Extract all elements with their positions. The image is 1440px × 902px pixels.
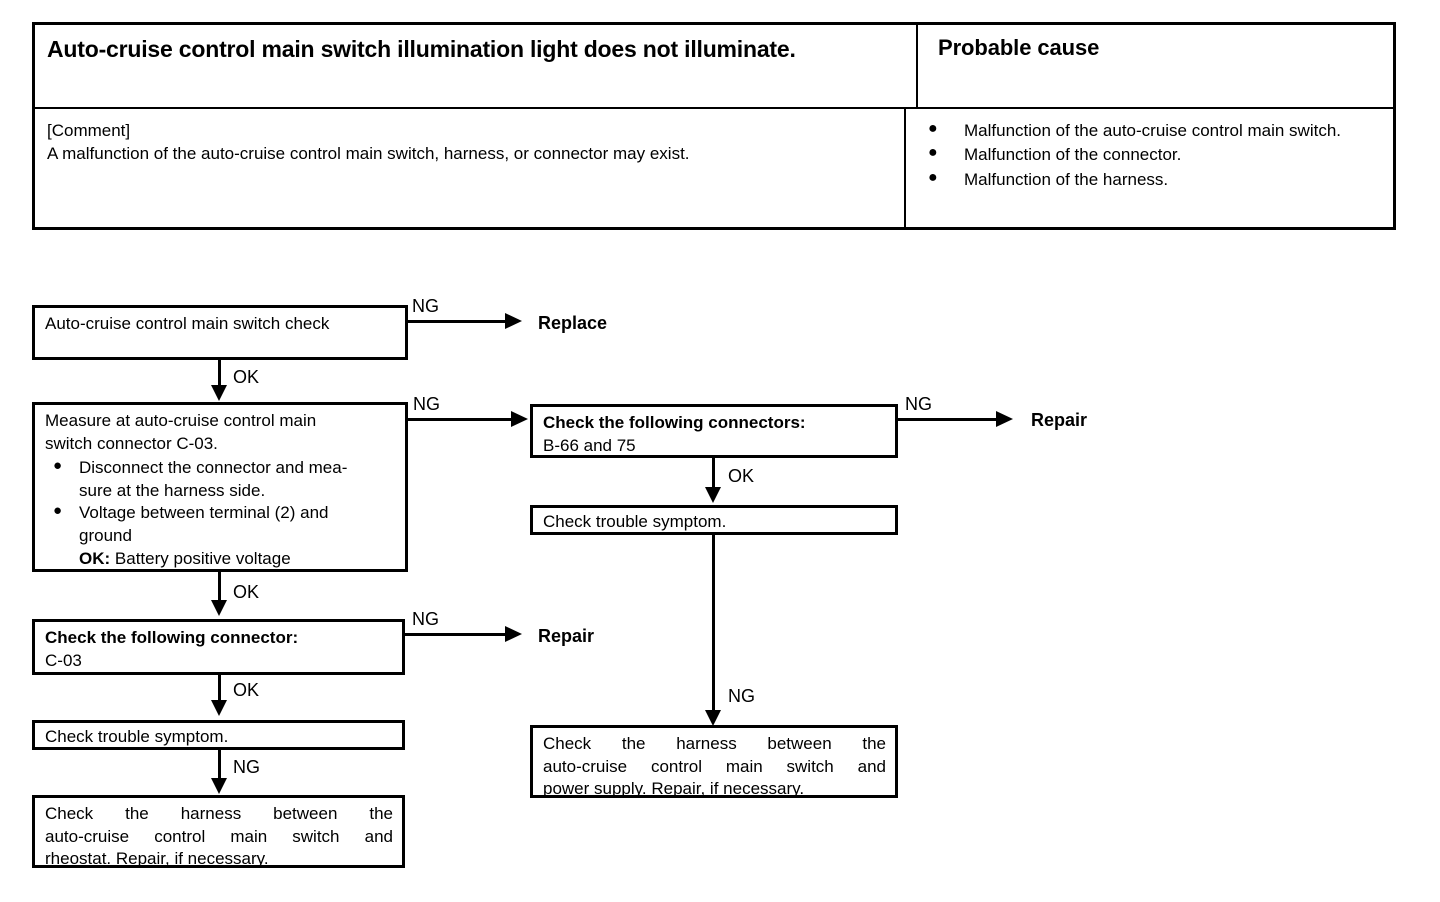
check-connectors-value: B-66 and 75 [543, 435, 636, 455]
symptom-title-cell: Auto-cruise control main switch illumina… [35, 25, 918, 107]
table-body-row: [Comment] A malfunction of the auto-crui… [35, 109, 1393, 227]
arrowhead-icon [211, 778, 227, 794]
arrowhead-icon [505, 313, 522, 329]
check-trouble-right-label: Check trouble symptom. [543, 512, 727, 531]
list-item: ● Voltage between terminal (2) and groun… [45, 502, 396, 570]
flow-box-switch-check: Auto-cruise control main switch check [32, 305, 408, 360]
edge-connector-c03-ng [405, 633, 508, 636]
list-item: ● Malfunction of the connector. [926, 143, 1389, 166]
list-item: ● Malfunction of the harness. [926, 168, 1389, 191]
flow-box-switch-check-label: Auto-cruise control main switch check [45, 314, 330, 333]
harness-rheostat-line2: auto-cruise control main switch and [45, 826, 393, 846]
probable-cause-cell: ● Malfunction of the auto-cruise control… [906, 109, 1401, 227]
probable-cause-heading: Probable cause [938, 35, 1100, 60]
edge-measure-ok [218, 572, 221, 604]
edge-label-ok: OK [728, 466, 755, 486]
edge-trouble-right-ng [712, 535, 715, 715]
terminal-repair-right: Repair [1031, 410, 1088, 430]
edge-label-ng: NG [905, 394, 932, 414]
flow-box-measure: Measure at auto-cruise control main swit… [32, 402, 408, 572]
measure-ok-value: Battery positive voltage [114, 548, 291, 568]
arrowhead-icon [996, 411, 1013, 427]
edge-label-ng: NG [728, 686, 755, 706]
terminal-replace: Replace [538, 313, 608, 333]
flow-box-check-connectors-b66: Check the following connectors: B-66 and… [530, 404, 898, 458]
flow-box-harness-power: Check the harness between the auto-cruis… [530, 725, 898, 798]
terminal-repair-left: Repair [538, 626, 595, 646]
cause-text: Malfunction of the connector. [964, 145, 1182, 165]
flow-box-harness-rheostat: Check the harness between the auto-cruis… [32, 795, 405, 868]
flow-box-check-trouble-right: Check trouble symptom. [530, 505, 898, 535]
comment-text: A malfunction of the auto-cruise control… [47, 144, 690, 164]
probable-cause-title-cell: Probable cause [918, 25, 1393, 107]
cause-text: Malfunction of the harness. [964, 169, 1169, 189]
measure-b2-line1: Voltage between terminal (2) and [79, 503, 329, 523]
bullet-icon: ● [928, 120, 938, 137]
comment-label: [Comment] [47, 121, 131, 140]
check-connector-heading: Check the following connector: [45, 628, 299, 647]
edge-connectors-b66-ok [712, 458, 715, 490]
edge-label-ok: OK [233, 582, 260, 602]
measure-b2-ok-line: OK: Battery positive voltage [79, 548, 396, 571]
cause-text: Malfunction of the auto-cruise control m… [964, 121, 1342, 140]
harness-power-line3: power supply. Repair, if necessary. [543, 779, 805, 799]
edge-switch-check-ng [408, 320, 508, 323]
edge-label-ng: NG [413, 394, 440, 414]
measure-bullet-list: ● Disconnect the connector and mea- sure… [45, 457, 396, 570]
harness-rheostat-line1: Check the harness between the [45, 804, 393, 823]
arrowhead-icon [511, 411, 528, 427]
arrowhead-icon [705, 487, 721, 503]
probable-cause-list: ● Malfunction of the auto-cruise control… [926, 119, 1389, 191]
comment-cell: [Comment] A malfunction of the auto-crui… [35, 109, 906, 227]
edge-trouble-left-ng [218, 750, 221, 780]
check-trouble-left-label: Check trouble symptom. [45, 727, 229, 746]
measure-line1: Measure at auto-cruise control main [45, 411, 317, 430]
edge-connectors-b66-ng [898, 418, 998, 421]
arrowhead-icon [211, 600, 227, 616]
check-connector-value: C-03 [45, 650, 82, 670]
edge-switch-check-ok [218, 360, 221, 390]
measure-b1-line1: Disconnect the connector and mea- [79, 458, 348, 478]
edge-label-ok: OK [233, 367, 260, 387]
list-item: ● Malfunction of the auto-cruise control… [926, 119, 1389, 142]
list-item: ● Disconnect the connector and mea- sure… [45, 457, 396, 502]
arrowhead-icon [211, 700, 227, 716]
arrowhead-icon [505, 626, 522, 642]
edge-label-ng: NG [412, 609, 439, 629]
measure-b2-line2: ground [79, 526, 132, 546]
edge-label-ng: NG [233, 757, 260, 777]
edge-label-ng: NG [412, 296, 439, 316]
harness-rheostat-line3: rheostat. Repair, if necessary. [45, 849, 269, 869]
check-connectors-heading: Check the following connectors: [543, 413, 806, 432]
arrowhead-icon [211, 385, 227, 401]
bullet-icon: ● [928, 168, 938, 186]
harness-power-line2: auto-cruise control main switch and [543, 756, 886, 776]
bullet-icon: ● [928, 144, 938, 162]
edge-connector-c03-ok [218, 675, 221, 703]
page-title: Auto-cruise control main switch illumina… [47, 36, 796, 62]
bullet-icon: ● [53, 457, 63, 475]
table-header-row: Auto-cruise control main switch illumina… [35, 25, 1393, 109]
edge-label-ok: OK [233, 680, 260, 700]
measure-line2: switch connector C-03. [45, 433, 218, 453]
harness-power-line1: Check the harness between the [543, 734, 886, 753]
measure-b1-line2: sure at the harness side. [79, 480, 266, 500]
flow-box-check-trouble-left: Check trouble symptom. [32, 720, 405, 750]
measure-ok-label: OK: [79, 548, 111, 568]
symptom-table: Auto-cruise control main switch illumina… [32, 22, 1396, 230]
edge-measure-ng [408, 418, 513, 421]
flow-box-check-connector-c03: Check the following connector: C-03 [32, 619, 405, 675]
bullet-icon: ● [53, 502, 63, 520]
arrowhead-icon [705, 710, 721, 726]
